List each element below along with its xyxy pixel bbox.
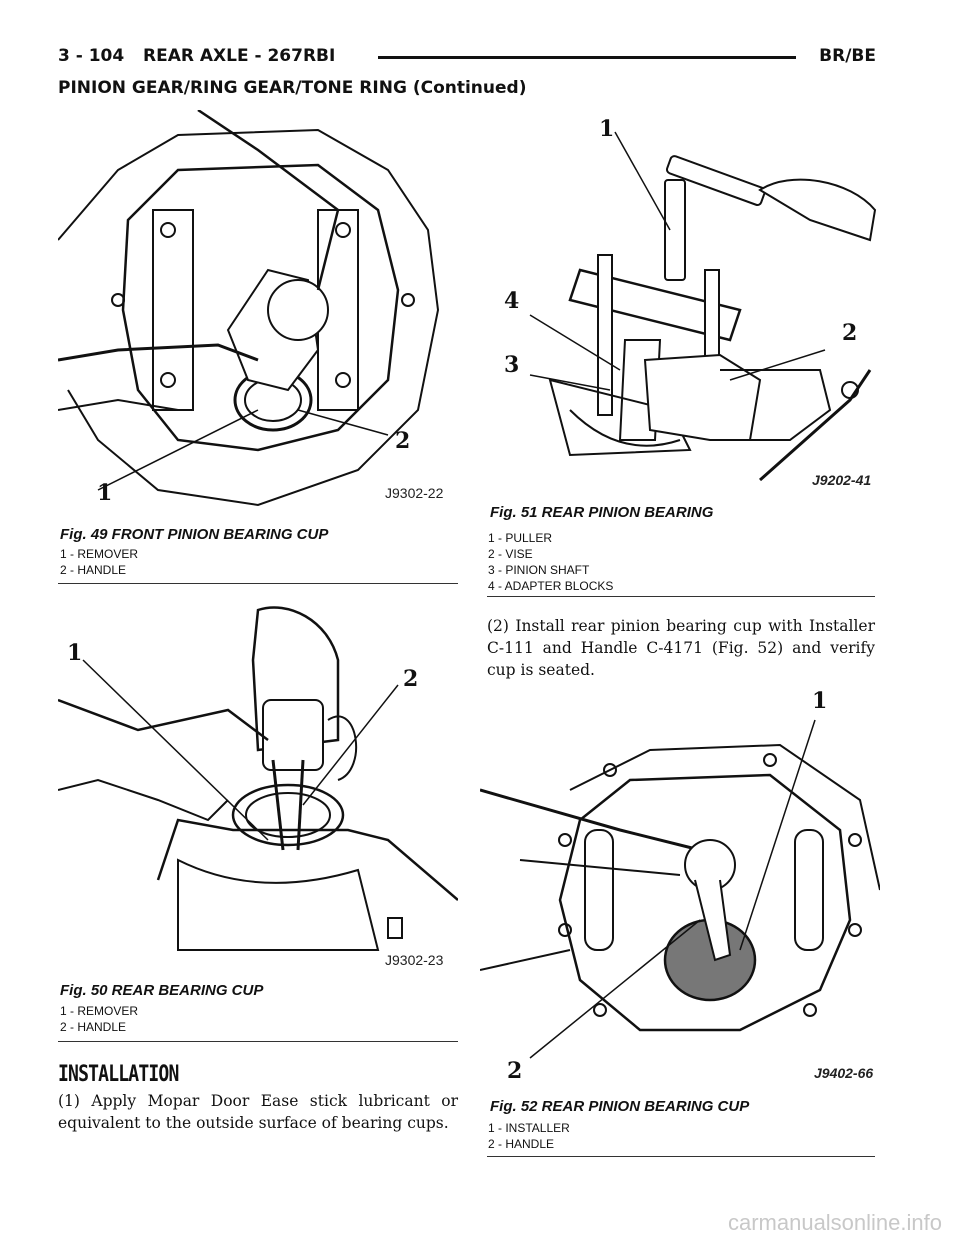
model-code: BR/BE (819, 46, 876, 66)
fig49-code: J9302-22 (385, 485, 444, 501)
legend-item: 1 - REMOVER (60, 1004, 139, 1018)
legend-item: 4 - ADAPTER BLOCKS (488, 579, 614, 593)
fig50-code: J9302-23 (385, 952, 444, 968)
fig50-divider (58, 1041, 458, 1042)
installation-step-1: (1) Apply Mopar Door Ease stick lubrican… (58, 1090, 458, 1134)
fig52-callout-1: 1 (812, 688, 828, 714)
step-1-text: (1) Apply Mopar Door Ease stick lubrican… (58, 1092, 458, 1132)
fig51-callout-1: 1 (599, 116, 615, 142)
legend-item: 2 - VISE (488, 547, 533, 561)
fig50-legend: 1 - REMOVER 2 - HANDLE (60, 1003, 138, 1035)
figure-51-illustration (490, 110, 885, 490)
legend-item: 1 - INSTALLER (488, 1121, 570, 1135)
legend-item: 1 - PULLER (488, 531, 553, 545)
figure-49-illustration (58, 110, 458, 515)
fig50-callout-2: 2 (403, 666, 419, 692)
fig51-callout-4: 4 (504, 288, 520, 314)
fig49-legend: 1 - REMOVER 2 - HANDLE (60, 546, 138, 578)
section-heading-installation: INSTALLATION (58, 1062, 179, 1087)
fig51-callout-2: 2 (842, 320, 858, 346)
legend-item: 2 - HANDLE (60, 1020, 127, 1034)
step-2-text: (2) Install rear pinion bearing cup with… (487, 617, 875, 679)
header-rule (378, 56, 796, 59)
legend-item: 1 - REMOVER (60, 547, 139, 561)
fig51-code: J9202-41 (812, 472, 872, 488)
legend-item: 3 - PINION SHAFT (488, 563, 590, 577)
fig51-divider (487, 596, 875, 597)
page-header: 3 - 104 REAR AXLE - 267RBI BR/BE (58, 46, 876, 70)
fig49-caption: Fig. 49 FRONT PINION BEARING CUP (60, 526, 329, 543)
fig52-code: J9402-66 (814, 1065, 874, 1081)
fig52-legend: 1 - INSTALLER 2 - HANDLE (488, 1120, 570, 1152)
fig50-callout-1: 1 (67, 640, 83, 666)
fig49-divider (58, 583, 458, 584)
installation-step-2: (2) Install rear pinion bearing cup with… (487, 615, 875, 681)
fig52-divider (487, 1156, 875, 1157)
fig51-callout-3: 3 (504, 352, 520, 378)
fig50-caption: Fig. 50 REAR BEARING CUP (60, 982, 264, 999)
figure-52-illustration (480, 690, 880, 1085)
continued-title: PINION GEAR/RING GEAR/TONE RING (Continu… (58, 78, 527, 98)
legend-item: 2 - HANDLE (60, 563, 127, 577)
section-title: REAR AXLE - 267RBI (143, 46, 336, 66)
legend-item: 2 - HANDLE (488, 1137, 555, 1151)
fig51-caption: Fig. 51 REAR PINION BEARING (490, 504, 714, 521)
fig51-legend: 1 - PULLER 2 - VISE 3 - PINION SHAFT 4 -… (488, 530, 613, 594)
fig49-callout-1: 1 (97, 480, 113, 506)
watermark: carmanualsonline.info (727, 1210, 942, 1235)
page-number: 3 - 104 (58, 46, 125, 66)
figure-50-illustration (58, 600, 458, 970)
fig52-callout-2: 2 (507, 1058, 523, 1084)
fig49-callout-2: 2 (395, 428, 411, 454)
fig52-caption: Fig. 52 REAR PINION BEARING CUP (490, 1098, 750, 1115)
